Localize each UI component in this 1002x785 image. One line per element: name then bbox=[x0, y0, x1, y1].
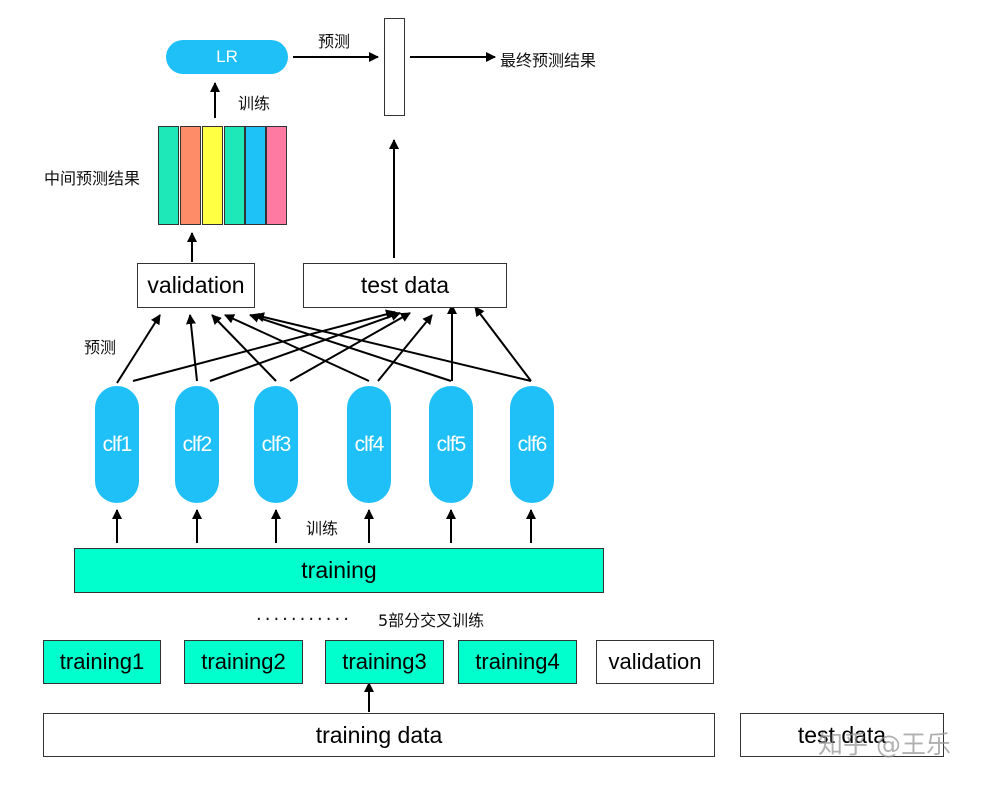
fold-validation: validation bbox=[596, 640, 714, 684]
prediction-strip bbox=[224, 126, 245, 225]
arrow-clf3-to-validation bbox=[211, 314, 277, 382]
classifier-clf5: clf5 bbox=[429, 386, 473, 503]
classifier-clf2: clf2 bbox=[175, 386, 219, 503]
fold-training2: training2 bbox=[184, 640, 303, 684]
train-label-middle: 训练 bbox=[306, 519, 339, 538]
prediction-strip bbox=[158, 126, 179, 225]
arrow-clf2-to-validation bbox=[185, 314, 198, 382]
arrow-clf4-to-validation bbox=[224, 314, 370, 382]
lr-model: LR bbox=[166, 40, 288, 74]
train-label-top: 训练 bbox=[238, 94, 271, 113]
arrow-clf6-to-validation bbox=[254, 312, 532, 382]
prediction-strip bbox=[245, 126, 266, 225]
training-box: training bbox=[74, 548, 604, 593]
intermediate-prediction-label: 中间预测结果 bbox=[44, 169, 141, 188]
cv-dots: ........... bbox=[256, 604, 352, 625]
arrow-clf4-to-test bbox=[377, 314, 433, 382]
watermark: 知乎 @王乐 bbox=[818, 730, 951, 759]
final-prediction-label: 最终预测结果 bbox=[500, 51, 597, 70]
predict-label-top: 预测 bbox=[318, 32, 351, 51]
classifier-clf1: clf1 bbox=[95, 386, 139, 503]
validation-box: validation bbox=[137, 263, 255, 308]
prediction-strip bbox=[266, 126, 287, 225]
test-data-bottom-box: test data bbox=[740, 713, 944, 757]
test-data-box: test data bbox=[303, 263, 507, 308]
arrow-clf1-to-validation bbox=[116, 314, 161, 384]
classifier-clf6: clf6 bbox=[510, 386, 554, 503]
prediction-strip bbox=[180, 126, 201, 225]
fold-training4: training4 bbox=[458, 640, 577, 684]
final-combine-box bbox=[384, 18, 405, 116]
cv-label: 5部分交叉训练 bbox=[378, 611, 485, 630]
prediction-strip bbox=[202, 126, 223, 225]
arrow-clf5-to-validation bbox=[249, 313, 452, 382]
fold-training3: training3 bbox=[325, 640, 444, 684]
predict-label-middle: 预测 bbox=[84, 338, 117, 357]
classifier-clf4: clf4 bbox=[347, 386, 391, 503]
fold-training1: training1 bbox=[43, 640, 161, 684]
arrow-clf6-to-test bbox=[474, 306, 532, 382]
arrow-clf2-to-test bbox=[209, 311, 401, 382]
arrow-clf1-to-test bbox=[132, 309, 396, 382]
classifier-clf3: clf3 bbox=[254, 386, 298, 503]
training-data-box: training data bbox=[43, 713, 715, 757]
